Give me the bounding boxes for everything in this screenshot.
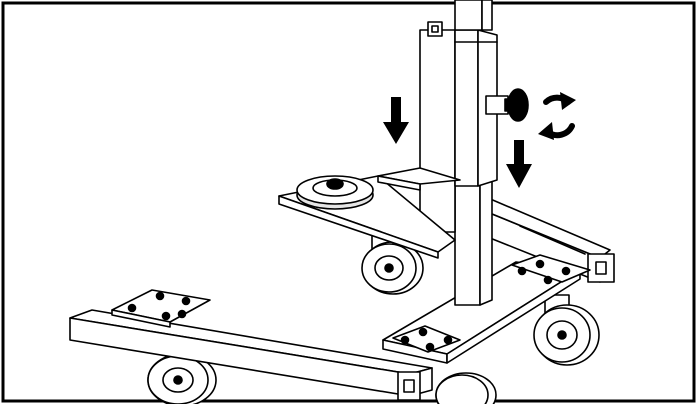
caster-wheel-front-right: [435, 372, 497, 404]
rotate-arrows-icon: [538, 92, 576, 140]
vertical-column: [454, 29, 493, 306]
foot-plate-disc: [296, 175, 374, 210]
down-arrow-icon: [506, 140, 532, 188]
base-plate: [382, 254, 591, 364]
locking-screw: [485, 88, 529, 122]
front-crossbar: [69, 289, 433, 401]
caster-wheel-back-right: [533, 294, 600, 366]
caster-wheel-front-left: [147, 353, 217, 404]
down-arrow-icon: [383, 97, 409, 144]
